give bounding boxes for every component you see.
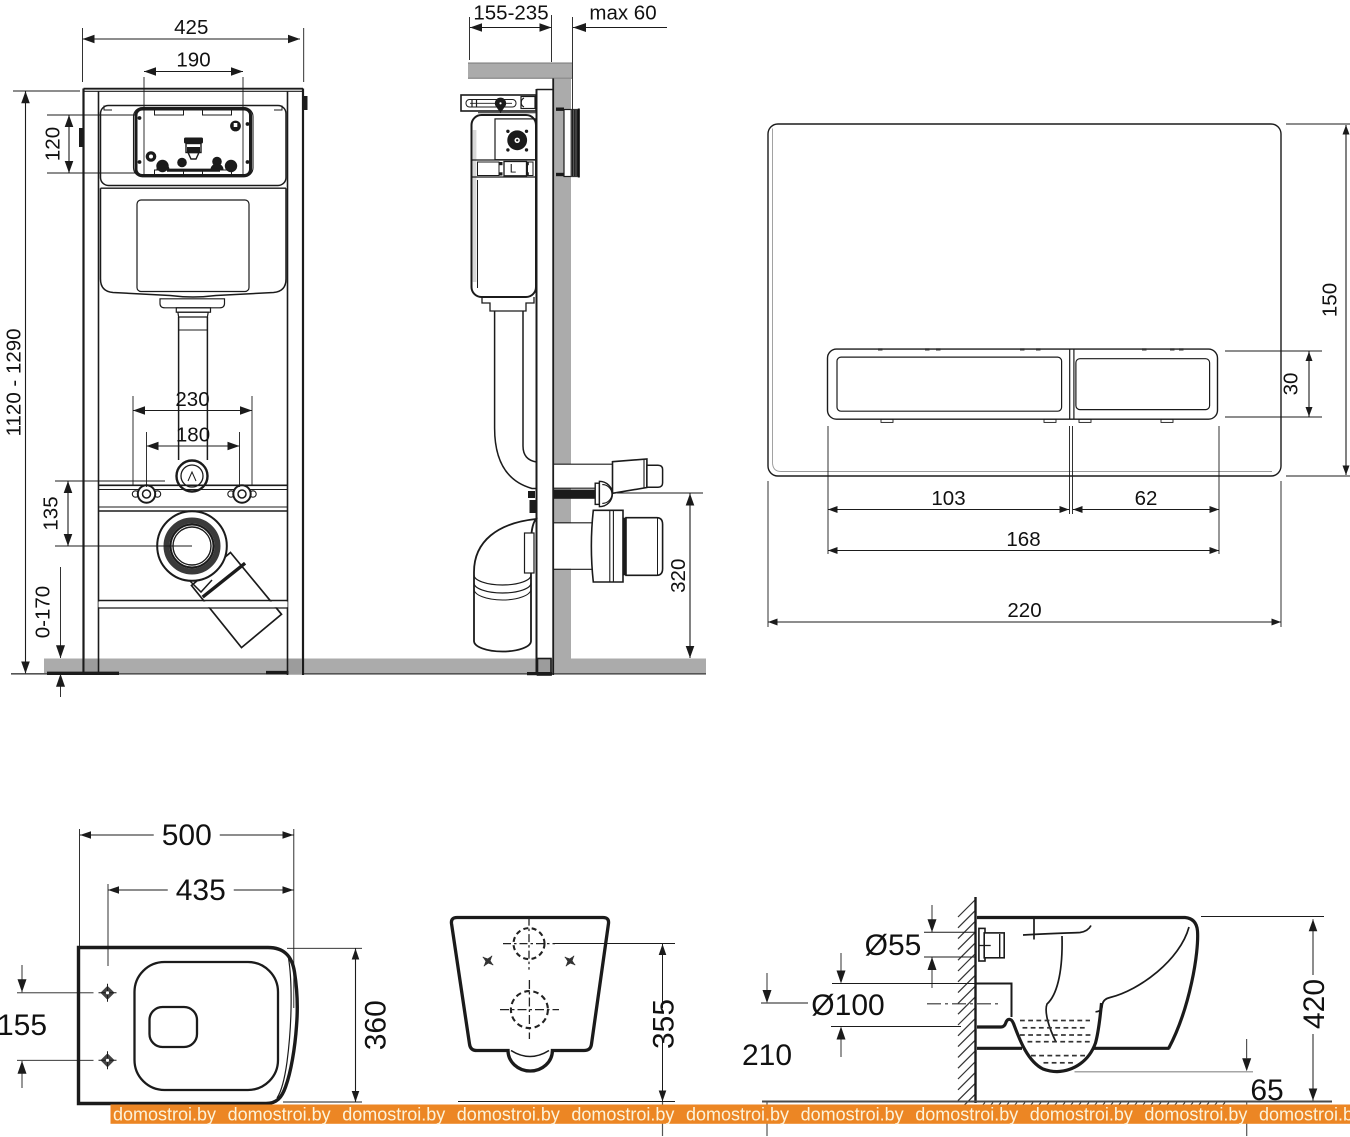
svg-text:domostroi.by: domostroi.by xyxy=(801,1105,904,1125)
svg-text:355: 355 xyxy=(648,999,681,1049)
svg-text:domostroi.by: domostroi.by xyxy=(686,1105,789,1125)
svg-text:domostroi.by: domostroi.by xyxy=(342,1105,445,1125)
svg-text:domostroi.by: domostroi.by xyxy=(228,1105,331,1125)
svg-text:1120 - 1290: 1120 - 1290 xyxy=(3,328,26,436)
svg-text:155-235: 155-235 xyxy=(473,2,548,25)
svg-text:domostroi.by: domostroi.by xyxy=(113,1105,216,1125)
svg-text:domostroi.by: domostroi.by xyxy=(1259,1105,1350,1125)
svg-text:domostroi.by: domostroi.by xyxy=(571,1105,674,1125)
svg-text:Ø100: Ø100 xyxy=(811,989,884,1022)
svg-text:210: 210 xyxy=(742,1039,792,1072)
svg-text:domostroi.by: domostroi.by xyxy=(1030,1105,1133,1125)
svg-text:domostroi.by: domostroi.by xyxy=(457,1105,560,1125)
svg-text:135: 135 xyxy=(40,496,63,530)
svg-text:L: L xyxy=(510,164,517,176)
svg-text:domostroi.by: domostroi.by xyxy=(915,1105,1018,1125)
svg-text:168: 168 xyxy=(1006,528,1040,551)
svg-text:103: 103 xyxy=(931,487,965,510)
svg-text:domostroi.by: domostroi.by xyxy=(1144,1105,1247,1125)
svg-text:30: 30 xyxy=(1280,373,1303,396)
svg-text:360: 360 xyxy=(360,1000,393,1050)
svg-text:435: 435 xyxy=(176,874,226,907)
svg-text:65: 65 xyxy=(1250,1074,1283,1107)
svg-text:180: 180 xyxy=(176,424,210,447)
svg-text:Ø55: Ø55 xyxy=(865,929,922,962)
svg-text:190: 190 xyxy=(176,49,210,72)
svg-text:500: 500 xyxy=(162,819,212,852)
svg-text:320: 320 xyxy=(667,559,690,593)
svg-text:230: 230 xyxy=(175,388,209,411)
svg-text:155: 155 xyxy=(0,1009,47,1042)
svg-text:0-170: 0-170 xyxy=(32,586,55,638)
svg-text:120: 120 xyxy=(42,127,65,161)
svg-text:420: 420 xyxy=(1298,979,1331,1029)
svg-text:150: 150 xyxy=(1319,283,1342,317)
svg-text:62: 62 xyxy=(1135,487,1158,510)
svg-text:220: 220 xyxy=(1007,599,1041,622)
svg-text:425: 425 xyxy=(174,16,208,39)
svg-text:max 60: max 60 xyxy=(589,2,656,25)
